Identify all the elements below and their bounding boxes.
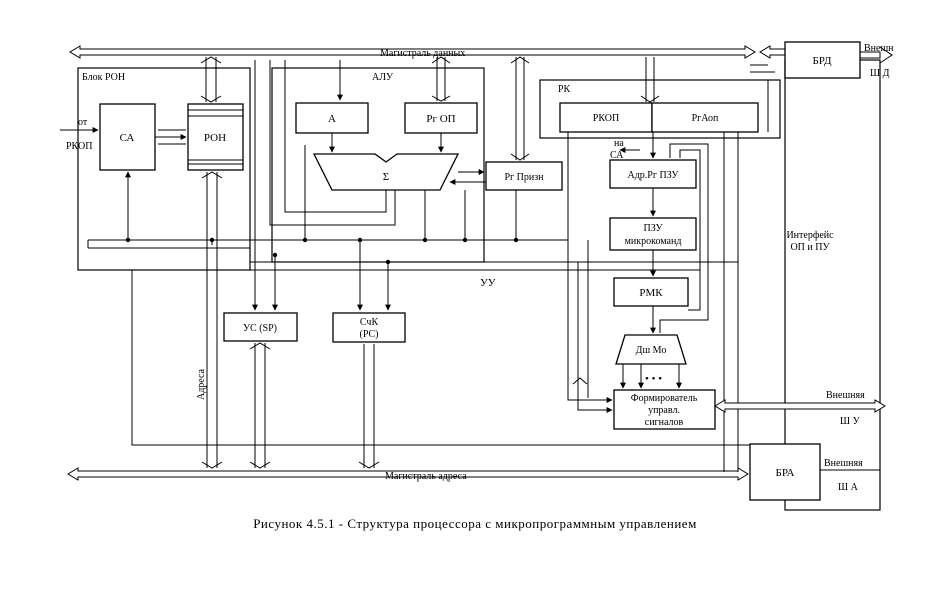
control-signal-former-block <box>613 389 716 430</box>
rmk-block <box>613 277 689 307</box>
former-label-line3: сигналов <box>645 417 684 428</box>
bra-label: БРА <box>776 467 795 479</box>
junction-dots <box>125 237 519 265</box>
rg-aop-block <box>651 102 759 133</box>
former-label-line2: управл. <box>648 405 680 416</box>
figure-caption: Рисунок 4.5.1 - Структура процессора с м… <box>253 516 697 531</box>
ron-block <box>187 103 244 171</box>
rg-op-block <box>404 102 478 134</box>
rkop-input-label: РКОП <box>66 141 92 152</box>
sck-label-line1: СчК <box>360 317 379 328</box>
rk-label: РК <box>558 84 571 95</box>
address-bus-label: Магистраль адреса <box>385 471 467 482</box>
interface-label-line2: ОП и ПУ <box>790 242 830 253</box>
ron-block-label: Блок РОН <box>82 72 125 83</box>
ca-out-label: СА <box>610 150 624 161</box>
dsh-mo-block <box>615 334 687 365</box>
a-block <box>295 102 369 134</box>
alu-label: АЛУ <box>372 72 394 83</box>
ron-block-frame <box>77 67 251 271</box>
shu-label: Ш У <box>840 416 861 427</box>
pzu-label-line1: ПЗУ <box>643 223 663 234</box>
ext-address-label: Внешняя <box>824 458 863 469</box>
a-label: А <box>328 113 336 125</box>
ext-data-label: Внешн <box>864 43 894 54</box>
ca-label: СА <box>120 132 135 144</box>
pzu-label-line2: микрокоманд <box>625 236 682 247</box>
address-connectors <box>201 171 380 469</box>
ron-label: РОН <box>204 132 226 144</box>
sck-pc-block <box>332 312 406 343</box>
sha-label: Ш А <box>838 482 859 493</box>
rg-aop-label: РгАоп <box>692 113 719 124</box>
rkop-label: РКОП <box>593 113 619 124</box>
address-bus <box>67 467 749 481</box>
alu-frame <box>271 67 485 263</box>
signal-lines <box>60 60 880 472</box>
shd-label: Ш Д <box>870 68 890 79</box>
bus-connectors <box>200 46 893 161</box>
rk-frame <box>539 79 781 139</box>
sck-label-line2: (PC) <box>360 329 379 340</box>
data-bus-label: Магистраль данных <box>380 48 465 59</box>
uu-label: УУ <box>480 277 496 289</box>
rg-prizn-block <box>485 161 563 191</box>
address-vertical-label: Адреса <box>196 368 207 400</box>
adr-rg-pzu-block <box>609 159 697 189</box>
adder-label: Σ <box>383 171 389 183</box>
interface-label-line1: Интерфейс <box>786 230 834 241</box>
adder-block <box>312 153 460 191</box>
interface-frame <box>784 59 881 511</box>
ot-label: от <box>78 117 88 128</box>
rg-prizn-label: Рг Призн <box>504 172 544 183</box>
former-label-line1: Формирователь <box>631 393 698 404</box>
control-bus <box>714 399 886 413</box>
na-label: на <box>614 138 624 149</box>
rmk-label: РМК <box>639 287 663 299</box>
decoder-dots: • • • <box>645 373 662 385</box>
bra-block <box>749 443 821 501</box>
ext-control-label: Внешняя <box>826 390 865 401</box>
adr-rg-pzu-label: Адр.Рг ПЗУ <box>627 170 679 181</box>
us-sp-block <box>223 312 298 342</box>
brd-block <box>784 41 861 79</box>
us-sp-label: УС (SP) <box>243 323 277 334</box>
dsh-mo-label: Дш Мо <box>636 345 667 356</box>
rg-op-label: Рг ОП <box>426 113 455 125</box>
brd-label: БРД <box>812 55 832 67</box>
data-bus <box>69 45 786 59</box>
